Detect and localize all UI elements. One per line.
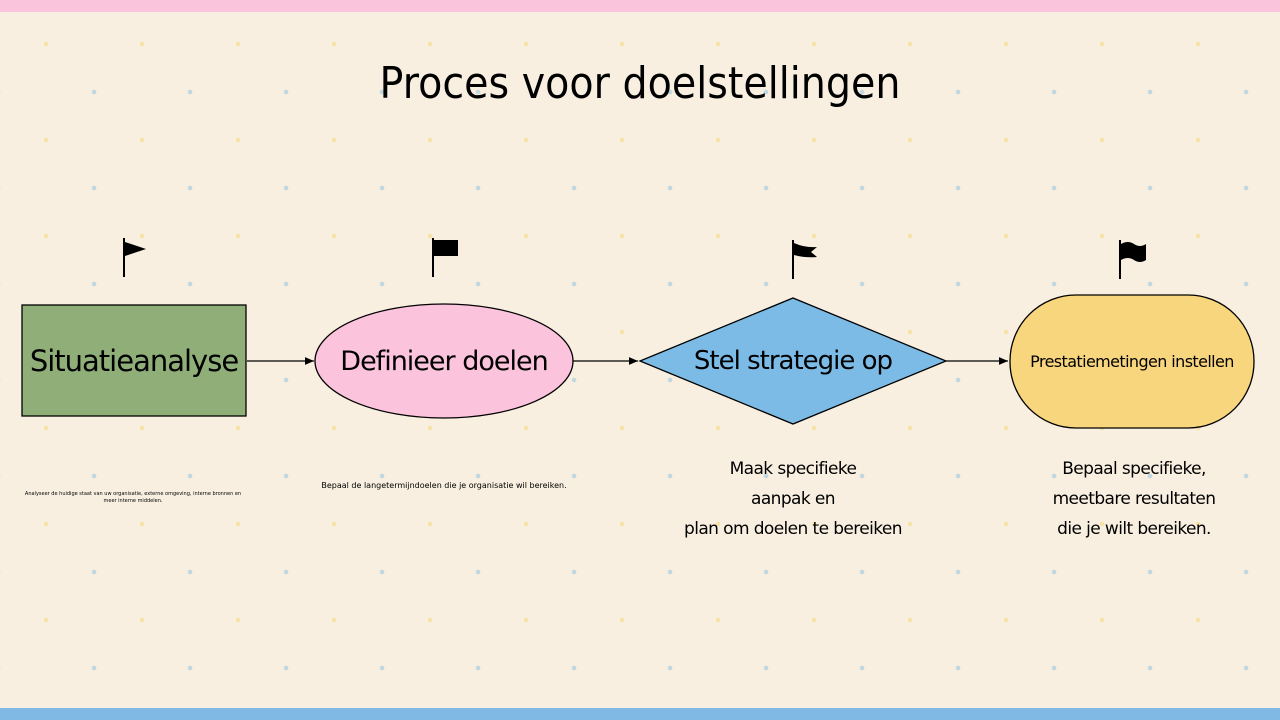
step-4-description: Bepaal specifieke, meetbare resultaten d… <box>1052 459 1216 539</box>
step-1-rectangle[interactable] <box>21 304 247 417</box>
step-3-diamond[interactable] <box>638 297 948 425</box>
bottom-decorative-bar <box>0 708 1280 720</box>
step-4-label: Prestatiemetingen instellen <box>1030 352 1234 371</box>
flag-icon <box>123 238 146 277</box>
diagram-title: Proces voor doelstellingen <box>379 58 901 109</box>
top-decorative-bar <box>0 0 1280 12</box>
step-2-description: Bepaal de langetermijndoelen die je orga… <box>321 481 567 490</box>
step-4-stadium[interactable] <box>1009 294 1255 429</box>
step-1-label: Situatieanalyse <box>29 343 239 378</box>
step-2-ellipse[interactable] <box>314 303 574 419</box>
step-3-label: Stel strategie op <box>693 346 893 376</box>
step-2-label: Definieer doelen <box>340 345 548 377</box>
step-1-description: Analyseer de huidige staat van uw organi… <box>24 491 242 504</box>
flag-icon <box>792 240 817 279</box>
step-3-description: Maak specifieke aanpak en plan om doelen… <box>684 459 903 539</box>
flag-icon <box>1119 240 1146 279</box>
flag-icon <box>432 238 458 277</box>
